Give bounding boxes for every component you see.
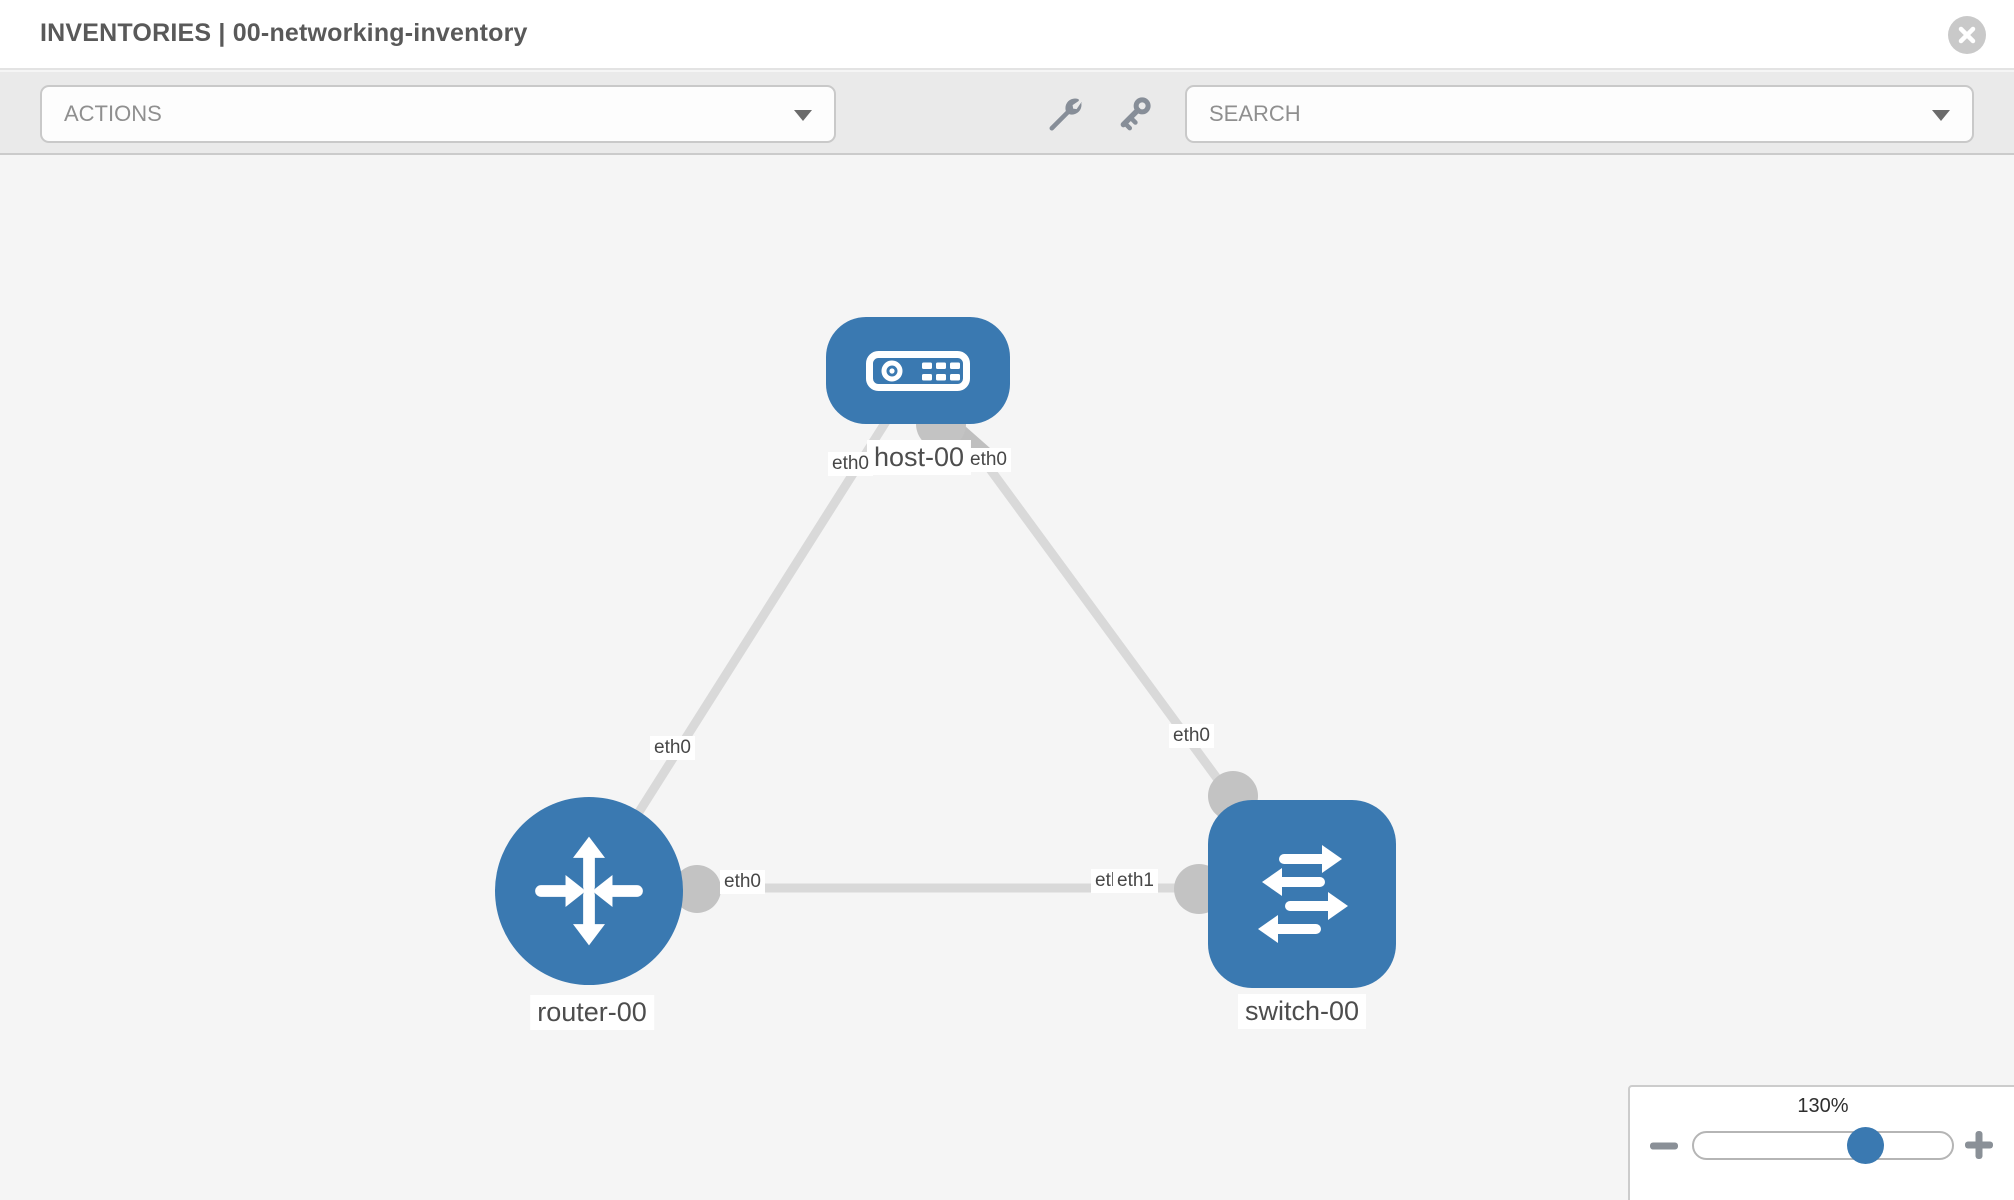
tools-button[interactable] (1037, 72, 1093, 155)
node-label-switch: switch-00 (1237, 994, 1367, 1029)
switch-arrows-icon (1258, 845, 1348, 943)
chevron-down-icon (794, 110, 812, 121)
page-title: INVENTORIES | 00-networking-inventory (40, 19, 528, 47)
if-label-switch-eth0: eth0 (1169, 724, 1214, 748)
node-router-00[interactable] (495, 797, 683, 985)
if-label-switch-eth1: eth1 (1113, 869, 1158, 893)
node-label-host: host-00 (866, 440, 972, 475)
minus-icon (1650, 1142, 1678, 1150)
actions-dropdown[interactable]: ACTIONS (40, 85, 836, 143)
credentials-button[interactable] (1106, 72, 1162, 155)
if-label-host-eth0-right: eth0 (966, 448, 1011, 472)
if-label-router-eth0-up: eth0 (650, 736, 695, 760)
key-icon (1120, 96, 1151, 130)
search-dropdown-label: SEARCH (1209, 101, 1301, 126)
node-host-00[interactable] (826, 317, 1010, 424)
search-dropdown[interactable]: SEARCH (1185, 85, 1974, 143)
plus-icon (1965, 1131, 1993, 1159)
node-label-router: router-00 (530, 995, 654, 1030)
close-button[interactable] (1948, 16, 1986, 54)
wrench-icon (1049, 98, 1083, 130)
zoom-in-button[interactable] (1962, 1128, 1996, 1162)
zoom-control-panel: 130% (1628, 1085, 2014, 1200)
chevron-down-icon (1932, 110, 1950, 121)
header-bar: INVENTORIES | 00-networking-inventory (0, 0, 2014, 70)
zoom-level-value: 130% (1797, 1095, 1849, 1117)
close-icon (1958, 26, 1976, 44)
toolbar: ACTIONS SEARCH (0, 72, 2014, 155)
node-switch-00[interactable] (1208, 800, 1396, 988)
zoom-slider-thumb[interactable] (1847, 1127, 1884, 1164)
if-label-router-eth0: eth0 (720, 870, 765, 894)
zoom-slider-track[interactable] (1692, 1131, 1954, 1160)
host-device-icon (866, 350, 970, 391)
actions-dropdown-label: ACTIONS (64, 101, 162, 126)
zoom-out-button[interactable] (1648, 1134, 1680, 1158)
port-router-eth0 (673, 865, 721, 913)
if-label-host-eth0-left: eth0 (828, 452, 873, 476)
router-arrows-icon (535, 836, 643, 946)
